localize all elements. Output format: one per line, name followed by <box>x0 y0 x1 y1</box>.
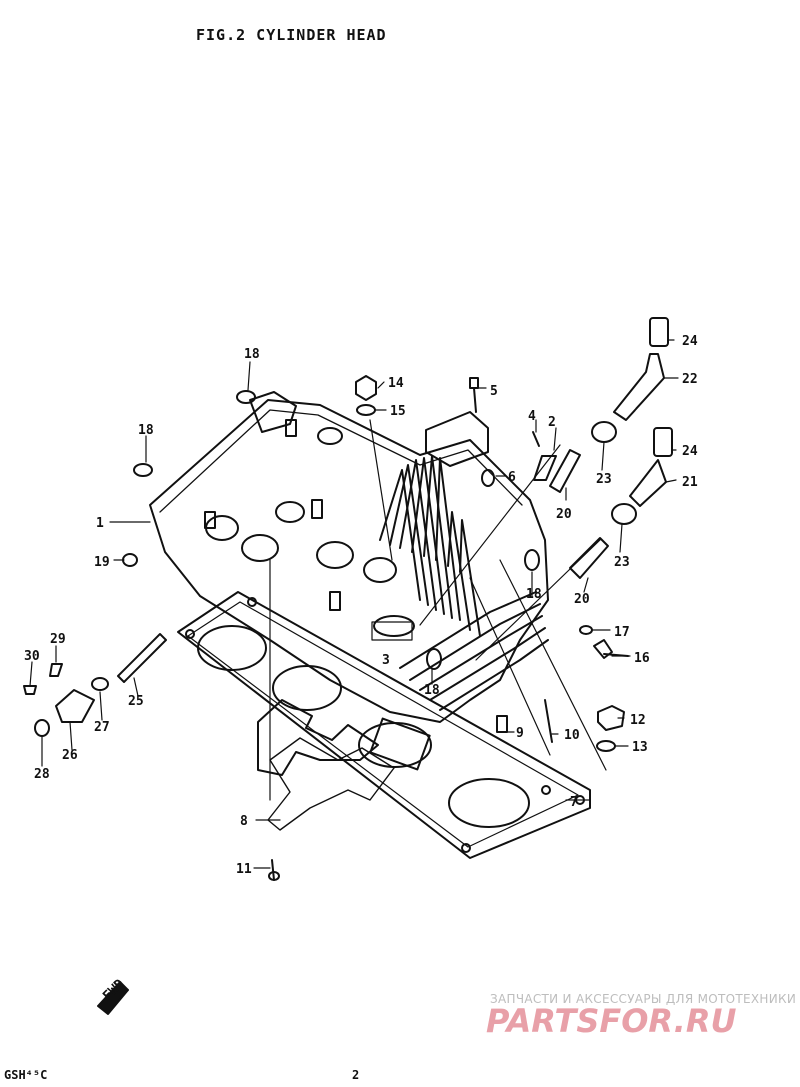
callout-14: 14 <box>388 376 404 391</box>
callout-20-lower: 20 <box>574 592 590 607</box>
callout-30: 30 <box>24 649 40 664</box>
small-parts <box>23 317 673 1015</box>
callout-21: 21 <box>682 475 698 490</box>
callout-16: 16 <box>634 651 650 666</box>
callout-labels: 1 2 3 4 5 6 7 8 9 10 11 12 13 14 15 16 1… <box>24 334 698 1004</box>
callout-12: 12 <box>630 713 646 728</box>
callout-9: 9 <box>516 726 524 741</box>
callout-4: 4 <box>528 409 536 424</box>
callout-17: 17 <box>614 625 630 640</box>
callout-19: 19 <box>94 555 110 570</box>
callout-18-bottom: 18 <box>424 683 440 698</box>
callout-13: 13 <box>632 740 648 755</box>
callout-15: 15 <box>390 404 406 419</box>
callout-27: 27 <box>94 720 110 735</box>
callout-5: 5 <box>490 384 498 399</box>
callout-7: 7 <box>570 795 578 810</box>
callout-20-upper: 20 <box>556 507 572 522</box>
callout-3: 3 <box>382 653 390 668</box>
watermark-logo-text: PARTSFOR.RU <box>486 1004 736 1038</box>
callout-26: 26 <box>62 748 78 763</box>
holder-plate <box>257 699 431 831</box>
head-gasket <box>177 591 591 859</box>
watermark-logo: PARTSFOR.RU <box>486 1004 736 1038</box>
callout-23-upper: 23 <box>596 472 612 487</box>
callout-18-top: 18 <box>244 347 260 362</box>
callout-6: 6 <box>508 470 516 485</box>
callout-1: 1 <box>96 516 104 531</box>
callout-29: 29 <box>50 632 66 647</box>
callout-28: 28 <box>34 767 50 782</box>
watermark-caption: ЗАПЧАСТИ И АКСЕССУАРЫ ДЛЯ МОТОТЕХНИКИ <box>490 992 797 1006</box>
callout-25: 25 <box>128 694 144 709</box>
callout-22: 22 <box>682 372 698 387</box>
model-code: GSH⁴⁵C <box>4 1068 48 1082</box>
cylinder-head-casting <box>149 391 549 723</box>
page-number: 2 <box>352 1068 360 1082</box>
callout-24-lower: 24 <box>682 444 698 459</box>
callout-8: 8 <box>240 814 248 829</box>
callout-24-upper: 24 <box>682 334 698 349</box>
callout-18-left: 18 <box>138 423 154 438</box>
figure-title: FIG.2 CYLINDER HEAD <box>196 26 387 44</box>
callout-2: 2 <box>548 415 556 430</box>
callout-10: 10 <box>564 728 580 743</box>
leader-lines <box>29 339 679 869</box>
callout-11: 11 <box>236 862 252 877</box>
callout-23-lower: 23 <box>614 555 630 570</box>
callout-18-right: 18 <box>526 587 542 602</box>
